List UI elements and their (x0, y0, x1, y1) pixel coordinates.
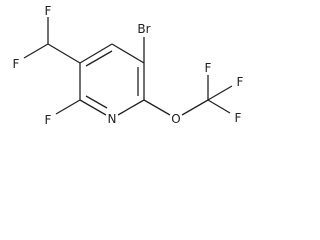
bond-cf3-f-bottom (207, 99, 231, 114)
atom-f-cf3-bottom: F (235, 111, 242, 125)
chemical-structure: F F Br F N O F F F (13, 4, 244, 127)
bond-cf3-f-right (207, 85, 233, 101)
atom-f-ring: F (45, 113, 52, 127)
atom-o-ether: O (171, 112, 180, 126)
double-bond-c6-n1 (85, 95, 108, 109)
bond-c2-o (143, 99, 171, 116)
atom-f-top: F (45, 4, 52, 18)
atom-f-cf3-right: F (237, 75, 244, 89)
atom-br: Br (137, 22, 150, 36)
bond-n1-c2 (117, 99, 145, 116)
bond-c6-n1 (79, 99, 107, 116)
bond-c4-c5 (79, 43, 113, 64)
bond-o-cf3 (181, 99, 209, 116)
bond-c3-c4 (111, 43, 145, 64)
atom-f-cf3-top: F (205, 61, 212, 75)
atom-f-left: F (13, 57, 20, 71)
double-bond-c4-c5 (85, 50, 113, 67)
bond-c6-f (55, 99, 81, 115)
atom-n-ring: N (108, 112, 117, 126)
bond-c5-chf2 (47, 43, 81, 64)
bond-chf2-f-left (23, 43, 49, 59)
